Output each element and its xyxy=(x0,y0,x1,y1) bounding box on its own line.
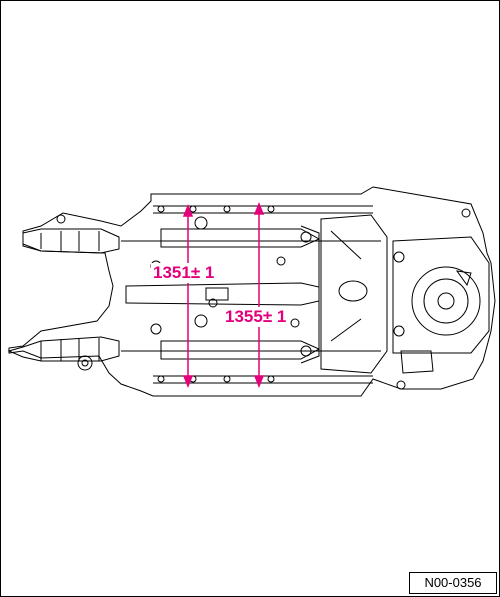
spare-wheel-hub xyxy=(411,266,481,336)
rear-floor xyxy=(320,214,388,374)
spare-wheel-well xyxy=(392,236,490,354)
dimension-label-front: 1351± 1 xyxy=(151,263,217,283)
dimension-lines xyxy=(182,201,265,389)
front-left-rail xyxy=(22,228,120,254)
front-right-rail xyxy=(7,336,120,362)
center-tunnel xyxy=(125,282,320,306)
mounting-holes xyxy=(56,205,471,390)
underbody-outline xyxy=(8,186,496,397)
dimension-label-rear: 1355± 1 xyxy=(223,307,289,327)
drawing-number-box: N00-0356 xyxy=(409,572,497,594)
